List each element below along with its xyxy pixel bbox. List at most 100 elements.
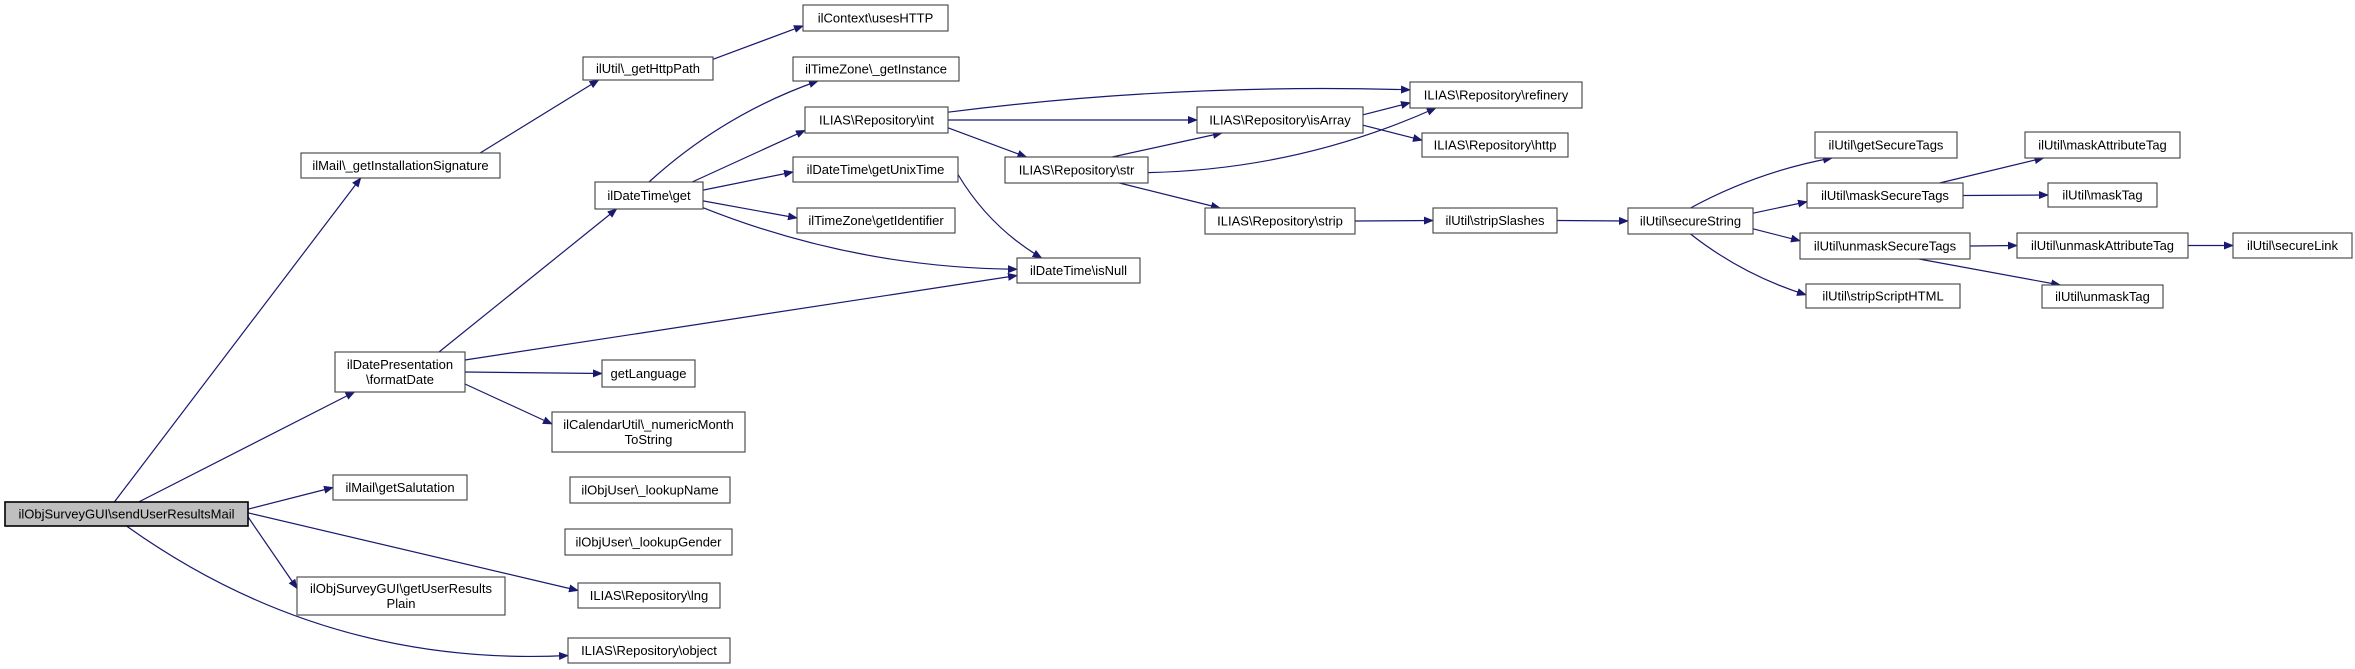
node-getSecureTags[interactable]: ilUtil\getSecureTags xyxy=(1814,131,1958,159)
node-unmaskAttributeTag[interactable]: ilUtil\unmaskAttributeTag xyxy=(2016,232,2189,259)
node-secureLink[interactable]: ilUtil\secureLink xyxy=(2232,232,2353,259)
node-label: ilDateTime\get xyxy=(607,188,691,203)
node-lng[interactable]: ILIAS\Repository\lng xyxy=(577,582,721,609)
node-label: ilDateTime\getUnixTime xyxy=(807,162,945,177)
edge-get-getUnixTime xyxy=(702,169,794,191)
node-object[interactable]: ILIAS\Repository\object xyxy=(567,637,731,664)
edges-layer xyxy=(113,25,2234,660)
edge-str-isArray xyxy=(1112,131,1223,158)
node-unmaskSecureTags[interactable]: ilUtil\unmaskSecureTags xyxy=(1799,232,1971,260)
node-label: ilUtil\maskTag xyxy=(2062,188,2142,203)
node-strip[interactable]: ILIAS\Repository\strip xyxy=(1204,207,1356,235)
node-label: ilDateTime\isNull xyxy=(1030,263,1127,278)
node-getInstance[interactable]: ilTimeZone\_getInstance xyxy=(792,56,960,82)
node-label: ilUtil\secureString xyxy=(1640,214,1741,229)
node-isNull[interactable]: ilDateTime\isNull xyxy=(1016,257,1141,284)
node-label: ILIAS\Repository\int xyxy=(819,113,934,128)
edge-formatDate-isNull xyxy=(464,272,1018,361)
node-httpPath[interactable]: ilUtil\_getHttpPath xyxy=(582,56,714,81)
node-lookupGender[interactable]: ilObjUser\_lookupGender xyxy=(564,528,733,556)
node-stripSlashes[interactable]: ilUtil\stripSlashes xyxy=(1432,207,1558,234)
edge-isArray-refinery xyxy=(1362,101,1411,116)
node-instSig[interactable]: ilMail\_getInstallationSignature xyxy=(300,152,501,179)
nodes-layer: ilObjSurveyGUI\sendUserResultsMail ilMail… xyxy=(4,4,2353,664)
edge-int-str xyxy=(947,127,1028,158)
node-label: ILIAS\Repository\strip xyxy=(1217,214,1343,229)
edge-secureString-unmaskSecureTags xyxy=(1752,228,1801,243)
edge-str-refinery xyxy=(1147,107,1437,174)
node-label: ilObjSurveyGUI\sendUserResultsMail xyxy=(18,507,234,522)
node-lookupName[interactable]: ilObjUser\_lookupName xyxy=(569,476,731,504)
node-label: ilUtil\unmaskTag xyxy=(2055,289,2150,304)
node-label: ilUtil\stripSlashes xyxy=(1446,213,1545,228)
node-formatDate[interactable]: ilDatePresentation\formatDate xyxy=(334,351,466,393)
edge-secureString-maskSecureTags xyxy=(1752,199,1808,214)
node-maskSecureTags[interactable]: ilUtil\maskSecureTags xyxy=(1806,182,1964,209)
node-label: ilUtil\stripScriptHTML xyxy=(1822,289,1943,304)
node-getIdentifier[interactable]: ilTimeZone\getIdentifier xyxy=(796,207,956,234)
node-label: ILIAS\Repository\object xyxy=(581,643,717,658)
node-get[interactable]: ilDateTime\get xyxy=(594,181,704,210)
node-label: ilObjUser\_lookupGender xyxy=(576,535,723,550)
node-getSalutation[interactable]: ilMail\getSalutation xyxy=(332,474,468,501)
edge-get-isNull xyxy=(702,207,1018,274)
node-refinery[interactable]: ILIAS\Repository\refinery xyxy=(1409,81,1583,109)
node-maskTag[interactable]: ilUtil\maskTag xyxy=(2047,182,2158,208)
edge-formatDate-get xyxy=(438,208,618,353)
edge-stripSlashes-secureString xyxy=(1556,216,1629,225)
node-label: ilObjUser\_lookupName xyxy=(581,483,718,498)
edge-strip-stripSlashes xyxy=(1354,216,1434,225)
node-unmaskTag[interactable]: ilUtil\unmaskTag xyxy=(2041,284,2164,309)
node-label: ILIAS\Repository\isArray xyxy=(1209,113,1351,128)
edge-get-getInstance xyxy=(648,80,819,183)
edge-send-formatDate xyxy=(138,391,356,503)
node-send[interactable]: ilObjSurveyGUI\sendUserResultsMail xyxy=(4,501,249,527)
node-getUnixTime[interactable]: ilDateTime\getUnixTime xyxy=(792,156,959,183)
edge-maskSecureTags-maskAttributeTag xyxy=(1939,156,2045,184)
node-label: ILIAS\Repository\http xyxy=(1434,138,1557,153)
node-label: ilTimeZone\getIdentifier xyxy=(808,213,944,228)
edge-unmaskSecureTags-unmaskTag xyxy=(1918,258,2062,288)
edge-instSig-httpPath xyxy=(479,79,600,154)
edge-maskSecureTags-maskTag xyxy=(1962,191,2049,200)
node-usesHTTP[interactable]: ilContext\usesHTTP xyxy=(802,4,949,32)
edge-unmaskSecureTags-unmaskAttributeTag xyxy=(1969,241,2018,250)
edge-send-instSig xyxy=(113,177,362,503)
node-isArray[interactable]: ILIAS\Repository\isArray xyxy=(1196,106,1364,134)
node-stripScriptHTML[interactable]: ilUtil\stripScriptHTML xyxy=(1805,283,1961,309)
node-label: ilContext\usesHTTP xyxy=(818,11,934,26)
node-secureString[interactable]: ilUtil\secureString xyxy=(1627,207,1754,235)
edge-send-getSalutation xyxy=(247,485,334,510)
node-label: ILIAS\Repository\refinery xyxy=(1424,88,1569,103)
node-label: ilDatePresentation\formatDate xyxy=(347,357,453,387)
node-int[interactable]: ILIAS\Repository\int xyxy=(804,106,949,134)
edge-httpPath-usesHTTP xyxy=(712,25,804,60)
node-label: ilUtil\getSecureTags xyxy=(1829,138,1944,153)
edge-send-lng xyxy=(247,512,579,593)
edge-isArray-http xyxy=(1362,124,1423,142)
node-label: getLanguage xyxy=(611,366,687,381)
edge-str-strip xyxy=(1119,182,1221,210)
edge-formatDate-getLanguage xyxy=(464,369,603,378)
node-http[interactable]: ILIAS\Repository\http xyxy=(1421,132,1569,158)
edge-get-getIdentifier xyxy=(702,200,798,221)
node-label: ilMail\_getInstallationSignature xyxy=(312,158,488,173)
edge-getUnixTime-isNull xyxy=(957,174,1043,259)
node-label: ilTimeZone\_getInstance xyxy=(805,62,947,77)
node-label: ilMail\getSalutation xyxy=(345,480,454,495)
node-label: ilUtil\unmaskAttributeTag xyxy=(2031,238,2174,253)
node-label: ilUtil\maskAttributeTag xyxy=(2038,138,2167,153)
node-getLanguage[interactable]: getLanguage xyxy=(601,359,696,388)
edge-get-int xyxy=(691,129,806,183)
edge-secureString-getSecureTags xyxy=(1690,155,1834,209)
node-label: ilUtil\_getHttpPath xyxy=(596,61,700,76)
node-maskAttributeTag[interactable]: ilUtil\maskAttributeTag xyxy=(2024,131,2181,159)
edge-secureString-stripScriptHTML xyxy=(1690,233,1807,296)
node-str[interactable]: ILIAS\Repository\str xyxy=(1004,156,1149,184)
edge-formatDate-numericMonth xyxy=(464,383,553,425)
